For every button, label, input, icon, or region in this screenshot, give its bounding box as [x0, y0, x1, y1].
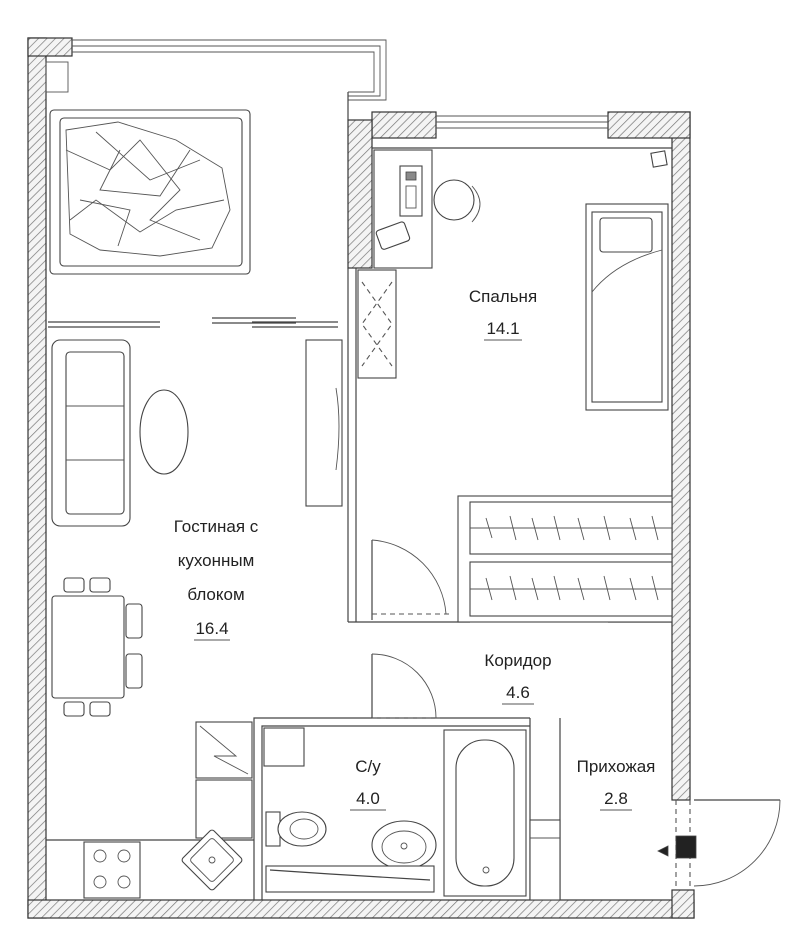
living-area: 16.4 — [195, 619, 228, 638]
bedroom-area: 14.1 — [486, 319, 519, 338]
corridor-name: Коридор — [484, 651, 551, 670]
wall-right-lower — [671, 889, 695, 919]
wall-partition-top — [347, 119, 373, 269]
bedroom-corner-item — [650, 150, 668, 168]
door-lock — [675, 835, 697, 859]
sofa — [51, 339, 131, 527]
bedroom-name: Спальня — [469, 287, 537, 306]
hallway-area: 2.8 — [604, 789, 628, 808]
bedroom-wardrobe — [457, 495, 673, 623]
wall-left — [27, 37, 47, 919]
door-bedroom — [371, 539, 450, 620]
bedroom-cabinet — [357, 269, 397, 379]
wall-right — [671, 111, 691, 801]
bedroom-bed — [585, 203, 669, 411]
living-name-line1: Гостиная с — [174, 517, 259, 536]
bathroom-name: С/у — [355, 757, 381, 776]
window-top-left — [45, 39, 387, 120]
bathroom-fixtures — [263, 727, 527, 897]
living-bed — [49, 109, 251, 275]
living-wardrobe — [305, 339, 343, 507]
door-bathroom — [371, 653, 440, 719]
hallway-units — [529, 819, 561, 901]
living-name-line2: кухонным — [178, 551, 255, 570]
label-hallway: Прихожая 2.8 — [577, 757, 656, 811]
window-top-bedroom — [372, 115, 672, 149]
coffee-table — [139, 389, 189, 475]
label-bathroom: С/у 4.0 — [350, 757, 386, 811]
hallway-name: Прихожая — [577, 757, 656, 776]
label-corridor: Коридор 4.6 — [484, 651, 552, 705]
wall-top-bedroom-left — [371, 111, 437, 139]
label-bedroom: Спальня 14.1 — [469, 287, 537, 341]
walls — [27, 37, 695, 919]
corridor-area: 4.6 — [506, 683, 530, 702]
wall-top-bedroom-right — [607, 111, 691, 139]
wall-top-left — [27, 37, 73, 57]
entrance-arrow-icon — [657, 845, 669, 857]
kitchen — [83, 721, 253, 899]
bathroom-area: 4.0 — [356, 789, 380, 808]
desk — [373, 149, 481, 269]
wall-bottom — [27, 899, 695, 919]
door-entrance — [657, 799, 781, 890]
dining-set — [51, 577, 143, 717]
living-name-line3: блоком — [187, 585, 244, 604]
sliding-partition — [48, 317, 338, 328]
label-living: Гостиная с кухонным блоком 16.4 — [174, 517, 259, 641]
